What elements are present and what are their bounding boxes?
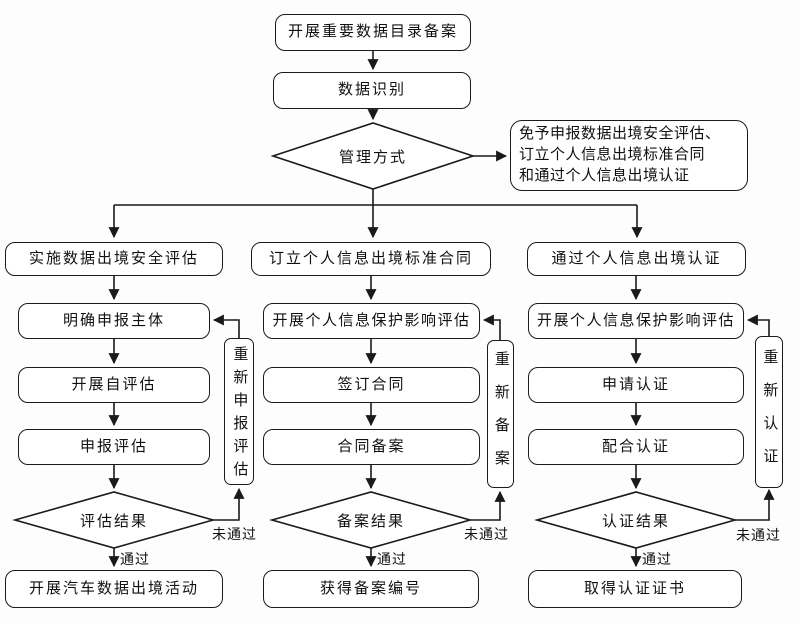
branch-assessment-header: 实施数据出境安全评估 [5, 242, 223, 276]
certification-fail-label: 未通过 [736, 529, 781, 544]
node-declare-assessment: 申报评估 [18, 429, 210, 465]
decision-filing-result-label: 备案结果 [336, 513, 405, 530]
node-self-assessment: 开展自评估 [18, 367, 210, 403]
decision-assessment-result-label: 评估结果 [79, 513, 148, 530]
node-start: 开展重要数据目录备案 [275, 14, 471, 51]
branch-certification-header: 通过个人信息出境认证 [527, 242, 746, 276]
exemption-line-1: 免予申报数据出境安全评估、 [519, 126, 721, 142]
assessment-fail-label: 未通过 [212, 528, 257, 543]
node-retry-certification: 重新认证 [755, 336, 783, 488]
node-pia-certification: 开展个人信息保护影响评估 [528, 303, 744, 339]
node-apply-certification: 申请认证 [528, 367, 744, 403]
filing-fail-label: 未通过 [464, 528, 509, 543]
node-declare-subject: 明确申报主体 [18, 303, 210, 339]
node-exemption-note: 免予申报数据出境安全评估、 订立个人信息出境标准合同 和通过个人信息出境认证 [510, 120, 748, 191]
decision-management-mode-label: 管理方式 [338, 149, 407, 166]
exemption-line-3: 和通过个人信息出境认证 [519, 168, 690, 184]
node-contract-filing: 合同备案 [263, 429, 480, 465]
node-retry-assessment: 重新申报评估 [224, 338, 254, 485]
exemption-line-2: 订立个人信息出境标准合同 [519, 147, 706, 163]
exemption-note-text: 免予申报数据出境安全评估、 订立个人信息出境标准合同 和通过个人信息出境认证 [519, 124, 721, 187]
node-sign-contract: 签订合同 [263, 367, 480, 403]
node-cooperate-certification: 配合认证 [528, 429, 744, 465]
node-auto-data-export-activity: 开展汽车数据出境活动 [5, 570, 223, 608]
node-pia-contract: 开展个人信息保护影响评估 [263, 303, 480, 339]
branch-contract-header: 订立个人信息出境标准合同 [251, 242, 491, 276]
node-retry-filing: 重新备案 [487, 340, 514, 488]
decision-certification-result-label: 认证结果 [601, 513, 670, 530]
certification-pass-label: 通过 [642, 553, 672, 568]
filing-pass-label: 通过 [377, 553, 407, 568]
node-data-identification: 数据识别 [273, 72, 471, 109]
assessment-pass-label: 通过 [120, 553, 150, 568]
node-obtain-certificate: 取得认证证书 [528, 570, 742, 608]
node-obtain-filing-number: 获得备案编号 [263, 570, 479, 608]
